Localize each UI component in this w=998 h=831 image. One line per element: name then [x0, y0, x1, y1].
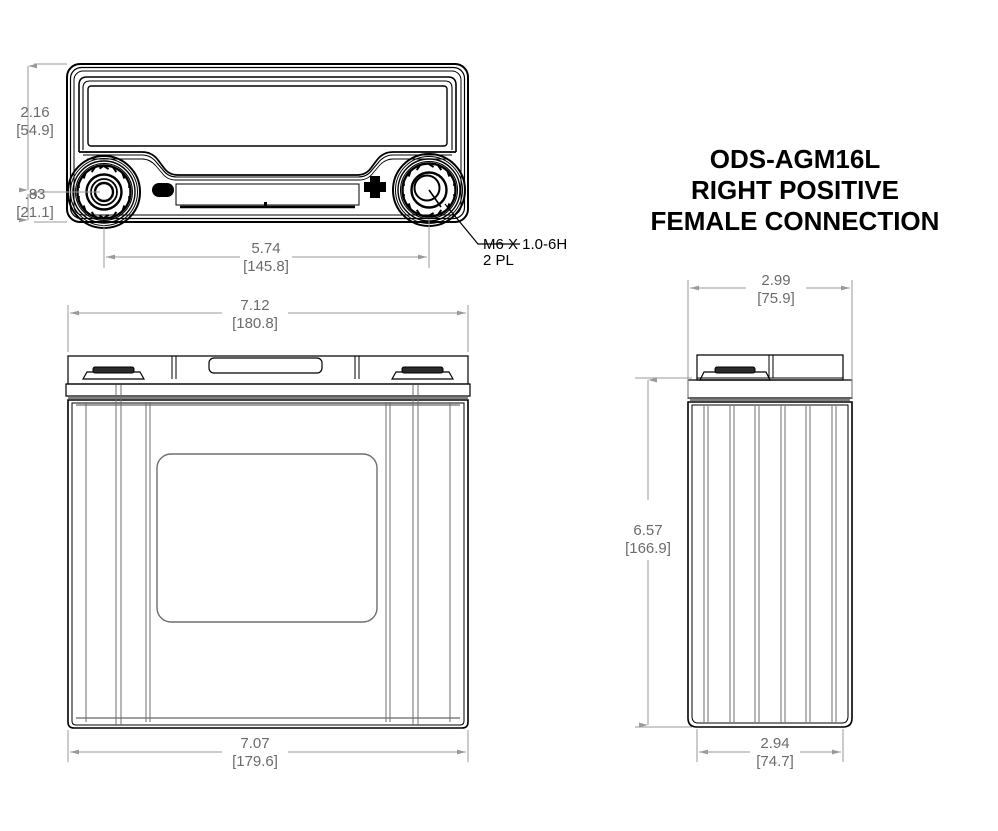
dim-front-width-top-mm: [180.8]	[232, 315, 278, 332]
dim-terminal-spacing-inch: 5.74	[251, 240, 280, 257]
positive-terminal-knurl	[401, 162, 457, 218]
title-polarity: RIGHT POSITIVE	[690, 175, 900, 205]
thread-note-line-2: 2 PL	[483, 252, 514, 269]
negative-terminal-spline	[77, 165, 131, 219]
side-view-geometry	[687, 354, 853, 728]
dim-front-width-bottom-inch: 7.07	[240, 735, 269, 752]
minus-polarity-icon	[152, 183, 174, 197]
top-view-geometry	[66, 63, 520, 245]
side-view-dimension-lines	[635, 280, 853, 762]
dim-side-width-top-inch: 2.99	[761, 272, 790, 289]
dim-terminal-spacing-mm: [145.8]	[243, 258, 289, 275]
title-part-number: ODS-AGM16L	[709, 144, 881, 174]
top-view-lid-recess	[78, 76, 457, 152]
dim-front-width-bottom-mm: [179.6]	[232, 753, 278, 770]
front-view-case-body	[67, 399, 469, 729]
front-view-dimension-lines	[67, 305, 469, 762]
plus-polarity-icon	[364, 176, 386, 198]
dim-top-height-lower-inch: .83	[25, 186, 46, 203]
dim-side-width-top-mm: [75.9]	[757, 290, 795, 307]
dim-top-height-upper-inch: 2.16	[20, 104, 49, 121]
dim-side-width-bottom-inch: 2.94	[760, 735, 789, 752]
front-view-label-panel	[156, 453, 378, 623]
dim-top-height-upper-mm: [54.9]	[16, 122, 54, 139]
side-view-rib-lines	[703, 406, 837, 722]
side-view-lid	[687, 354, 853, 401]
front-view-geometry	[65, 355, 471, 729]
front-view-lid	[65, 355, 471, 399]
thread-note-leader	[444, 203, 520, 245]
top-view-center-platform	[79, 151, 456, 209]
front-view-rib-lines	[85, 385, 451, 726]
thread-note-line-1: M6 X 1.0-6H	[483, 236, 567, 253]
dim-side-height-mm: [166.9]	[625, 540, 671, 557]
dim-side-width-bottom-mm: [74.7]	[756, 753, 794, 770]
dim-top-height-lower-mm: [21.1]	[16, 204, 54, 221]
drawing-title-block: ODS-AGM16L RIGHT POSITIVE FEMALE CONNECT…	[600, 144, 990, 237]
side-view-case-body	[687, 401, 853, 728]
top-view-dimension-lines	[19, 63, 430, 268]
top-view-outer-shell	[66, 63, 469, 223]
positive-terminal-spline	[402, 163, 456, 217]
dim-side-height-inch: 6.57	[633, 522, 662, 539]
top-view-center-tick	[264, 202, 267, 206]
dim-front-width-top-inch: 7.12	[240, 297, 269, 314]
title-connection-type: FEMALE CONNECTION	[650, 206, 940, 236]
